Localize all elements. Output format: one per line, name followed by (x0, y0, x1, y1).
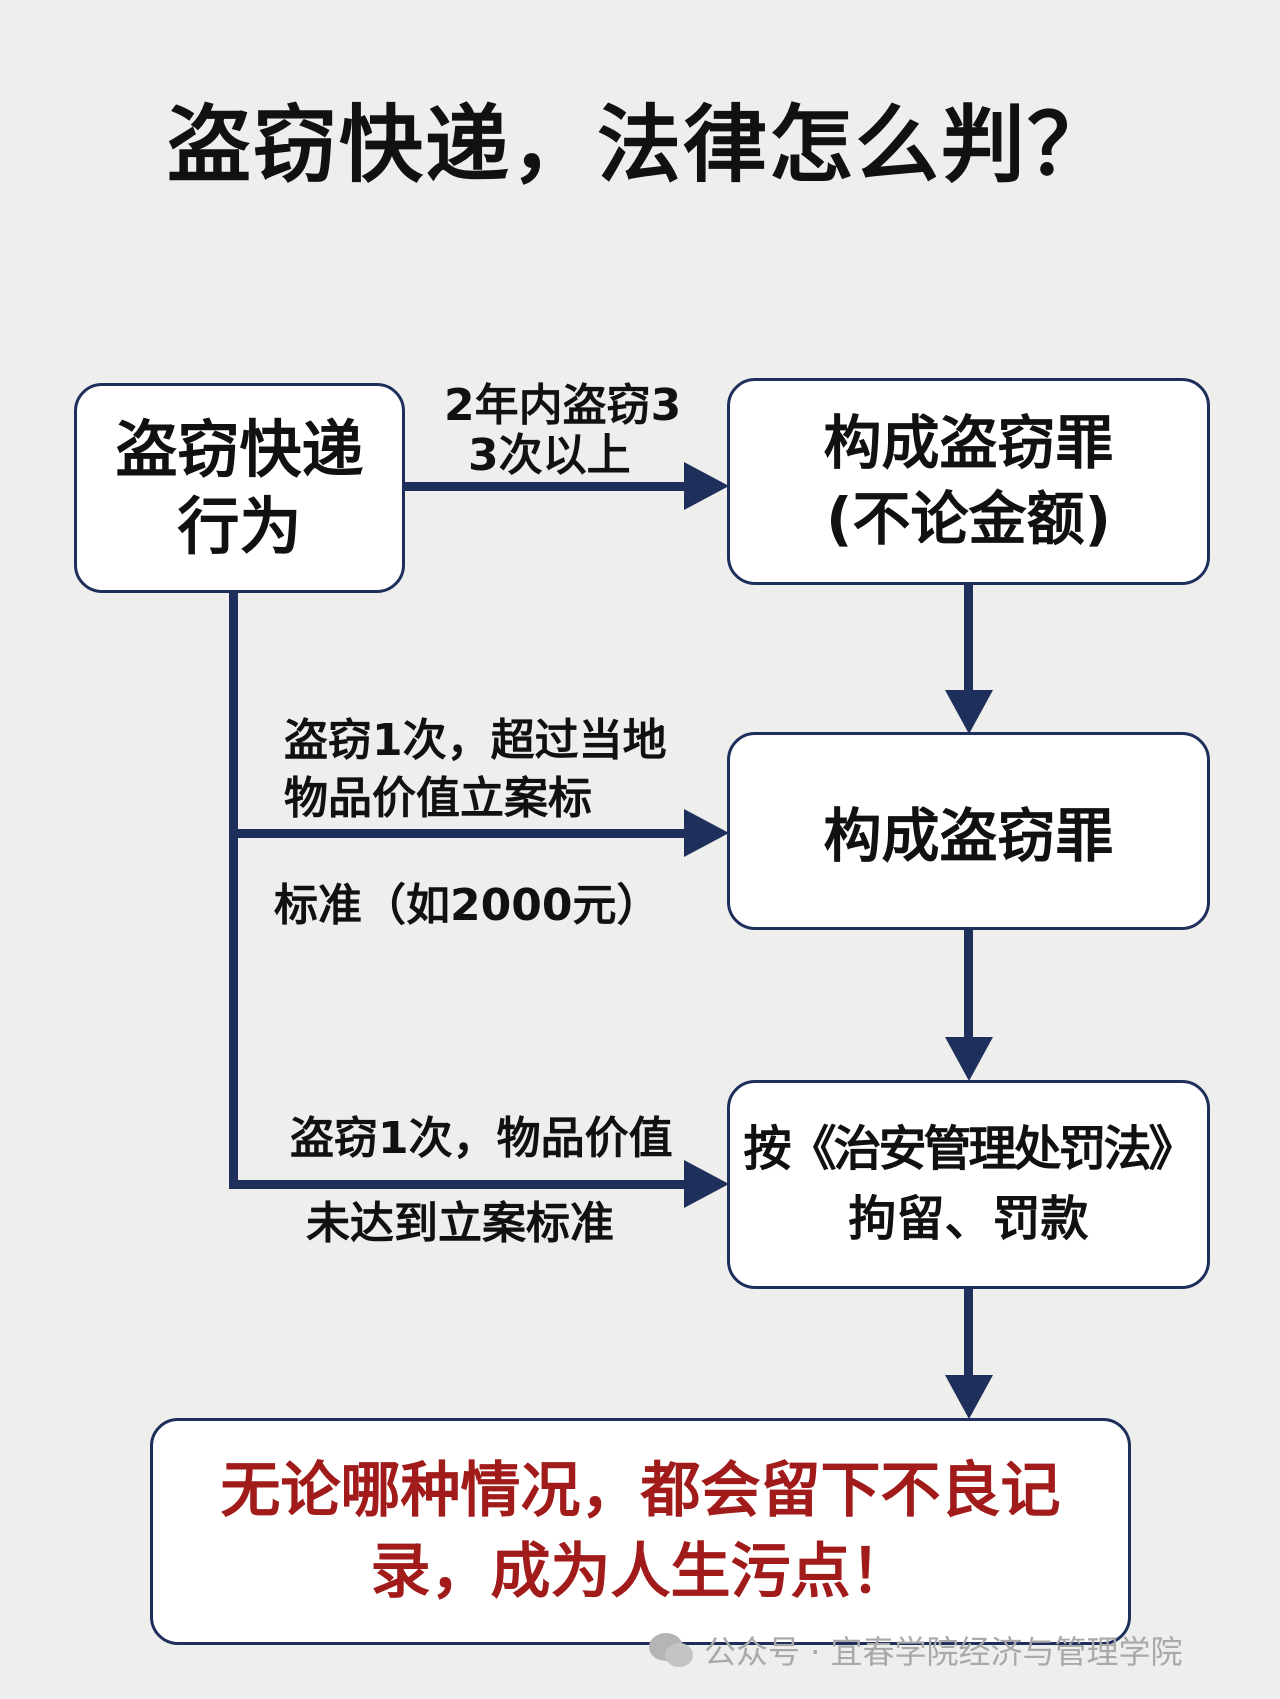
edge-label-repeat: 3次以上 (468, 430, 631, 481)
node-text: 行为 (177, 490, 302, 563)
page-title: 盗窃快递，法律怎么判？ (166, 96, 1113, 194)
node-text: (不论金额) (825, 484, 1112, 553)
edge-label-value-over: 标准（如2000元） (274, 880, 661, 931)
edge-label-value-under: 未达到立案标准 (306, 1198, 614, 1249)
connector-repeat (405, 482, 690, 491)
connector-down-3 (964, 1289, 973, 1379)
arrowhead-right-icon (684, 809, 729, 857)
node-result: 无论哪种情况，都会留下不良记 录，成为人生污点！ (150, 1418, 1131, 1645)
arrowhead-right-icon (684, 462, 729, 510)
connector-value-under (233, 1180, 690, 1189)
node-crime-value: 构成盗窃罪 (727, 732, 1210, 930)
edge-label-repeat: 2年内盗窃3 (444, 380, 682, 431)
edge-label-value-over: 盗窃1次，超过当地 (284, 715, 667, 766)
node-text: 构成盗窃罪 (823, 409, 1114, 478)
node-text: 拘留、罚款 (848, 1190, 1089, 1247)
node-start: 盗窃快递 行为 (74, 383, 405, 593)
node-text: 按《治安管理处罚法》 (743, 1120, 1196, 1177)
arrowhead-down-icon (945, 690, 993, 734)
edge-label-value-over: 物品价值立案标 (284, 773, 592, 824)
connector-trunk (229, 593, 238, 1189)
watermark: 公众号 · 宜春学院经济与管理学院 (648, 1627, 1183, 1673)
node-text: 构成盗窃罪 (823, 802, 1114, 870)
node-crime-repeat: 构成盗窃罪 (不论金额) (727, 378, 1210, 585)
wechat-icon (649, 1633, 693, 1667)
arrowhead-down-icon (945, 1037, 993, 1081)
arrowhead-right-icon (684, 1160, 729, 1208)
connector-down-1 (964, 585, 973, 695)
edge-label-value-under: 盗窃1次，物品价值 (290, 1113, 673, 1164)
node-penalty: 按《治安管理处罚法》 拘留、罚款 (727, 1080, 1210, 1289)
node-text: 录，成为人生污点！ (370, 1536, 911, 1607)
connector-value-over (233, 829, 690, 838)
arrowhead-down-icon (945, 1375, 993, 1419)
node-text: 无论哪种情况，都会留下不良记 (220, 1455, 1061, 1526)
watermark-text: 公众号 · 宜春学院经济与管理学院 (704, 1633, 1183, 1671)
connector-down-2 (964, 930, 973, 1042)
node-text: 盗窃快递 (115, 412, 364, 486)
